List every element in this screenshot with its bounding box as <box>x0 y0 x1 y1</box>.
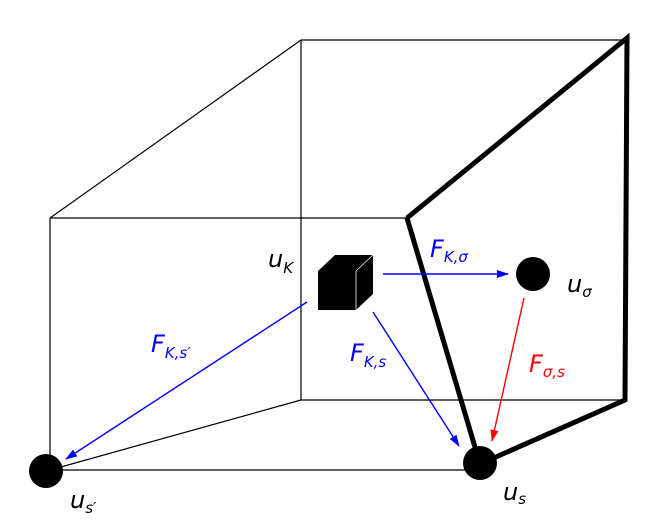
cube-edges <box>49 39 627 471</box>
node-u-s-prime <box>29 454 63 488</box>
label-f-k-s: FK,s <box>350 339 386 371</box>
node-u-s <box>463 446 497 480</box>
label-f-sigma-s: Fσ,s <box>529 350 565 381</box>
label-f-k-s-prime: FK,s′ <box>151 330 191 362</box>
cube-edge <box>49 39 302 219</box>
cell-k-cube <box>318 254 374 310</box>
arrow-f-k-s-prime <box>65 301 308 460</box>
arrow-f-k-s <box>372 311 460 447</box>
label-u-sigma: uσ <box>567 270 592 301</box>
arrow-f-sigma-s <box>490 297 525 442</box>
label-u-s: us <box>503 478 526 508</box>
label-u-k: uK <box>268 245 294 277</box>
cube-edge <box>49 399 302 471</box>
label-f-k-sigma: FK,σ <box>430 235 468 266</box>
label-u-s-prime: us′ <box>70 486 97 517</box>
thick-face-outline <box>404 32 630 468</box>
node-u-sigma <box>516 257 550 291</box>
